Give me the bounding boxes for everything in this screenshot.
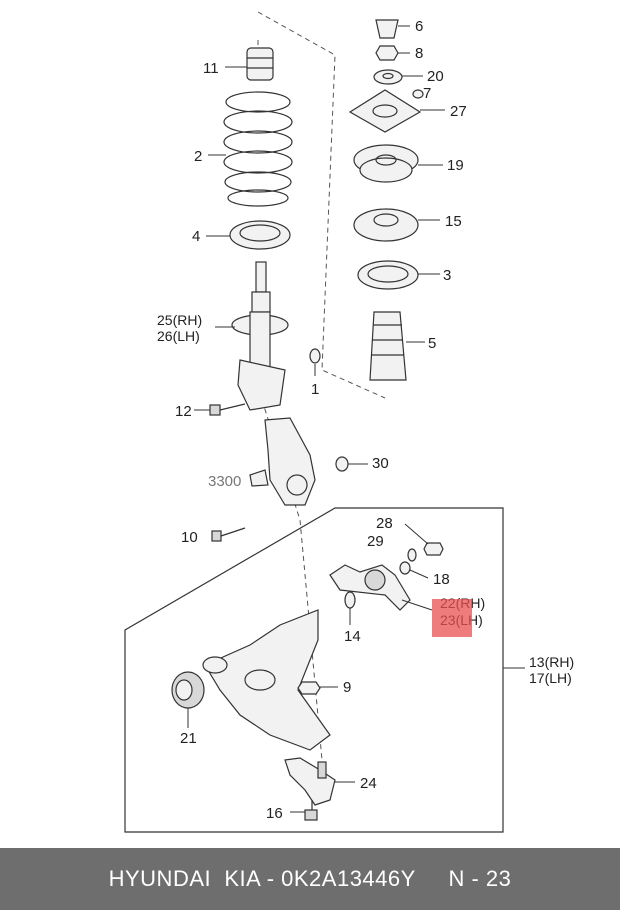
dust-cap-part-6 — [375, 19, 410, 39]
nut-part-7 — [412, 89, 424, 99]
ball-joint-part-24 — [284, 757, 355, 806]
bracket-part-22-23 — [329, 564, 433, 611]
callout-3: 3 — [443, 267, 451, 284]
callout-13-rh: 13(RH) — [529, 654, 574, 670]
part-highlight-marker — [432, 599, 472, 637]
callout-26-lh: 26(LH) — [157, 328, 200, 344]
spring-seat-part-15 — [353, 208, 440, 242]
steering-knuckle-3300 — [249, 417, 316, 506]
nut-part-1 — [309, 348, 321, 376]
bolt-part-28 — [404, 523, 444, 556]
callout-15: 15 — [445, 213, 462, 230]
assembly-guide-top — [257, 11, 386, 399]
nut-part-18 — [399, 561, 429, 579]
callout-25-rh: 25(RH) — [157, 312, 202, 328]
bump-stopper-part-11 — [225, 47, 274, 81]
callout-19: 19 — [447, 157, 464, 174]
callout-28: 28 — [376, 515, 393, 532]
callout-24: 24 — [360, 775, 377, 792]
washer-part-14 — [344, 591, 356, 625]
callout-2: 2 — [194, 148, 202, 165]
nut-part-30 — [335, 456, 368, 472]
callout-30: 30 — [372, 455, 389, 472]
callout-4: 4 — [192, 228, 200, 245]
lower-arm-group-box — [124, 507, 504, 833]
lock-nut-part-8 — [375, 45, 410, 61]
callout-7: 7 — [423, 85, 431, 102]
callout-17-lh: 17(LH) — [529, 670, 572, 686]
coil-spring-part-2 — [208, 91, 293, 207]
callout-29: 29 — [367, 533, 384, 550]
callout-16: 16 — [266, 805, 283, 822]
spring-pad-part-3 — [357, 260, 440, 290]
footer-part-number-text: HYUNDAI KIA - 0K2A13446Y N - 23 — [108, 866, 512, 891]
callout-12: 12 — [175, 403, 192, 420]
bolt-part-16 — [290, 800, 318, 821]
spring-pad-part-4 — [206, 220, 291, 250]
callout-21: 21 — [180, 730, 197, 747]
callout-18: 18 — [433, 571, 450, 588]
bolt-part-10 — [211, 527, 246, 542]
callout-11: 11 — [203, 60, 219, 77]
mount-plate-part-27 — [348, 89, 445, 133]
part-number-footer: HYUNDAI KIA - 0K2A13446Y N - 23 — [0, 848, 620, 910]
callout-10: 10 — [181, 529, 198, 546]
dust-cover-part-5 — [369, 311, 425, 381]
callout-6: 6 — [415, 18, 423, 35]
bushing-part-21 — [171, 671, 205, 728]
callout-5: 5 — [428, 335, 436, 352]
strut-assembly-part-25-26 — [215, 261, 289, 411]
callout-1: 1 — [311, 381, 319, 398]
callout-14: 14 — [344, 628, 361, 645]
callout-9: 9 — [343, 679, 351, 696]
nut-part-9 — [297, 681, 338, 695]
callout-3300: 3300 — [208, 473, 241, 490]
callout-20: 20 — [427, 68, 444, 85]
callout-8: 8 — [415, 45, 423, 62]
washer-part-20 — [373, 69, 423, 85]
lower-control-arm — [202, 609, 331, 751]
suspension-exploded-diagram: 6 8 20 7 27 19 15 3 5 11 2 4 25(RH) 26(L… — [124, 11, 574, 833]
callout-27: 27 — [450, 103, 467, 120]
bolt-part-12 — [194, 403, 246, 416]
washer-part-29 — [407, 548, 417, 562]
strut-mount-part-19 — [353, 144, 443, 183]
